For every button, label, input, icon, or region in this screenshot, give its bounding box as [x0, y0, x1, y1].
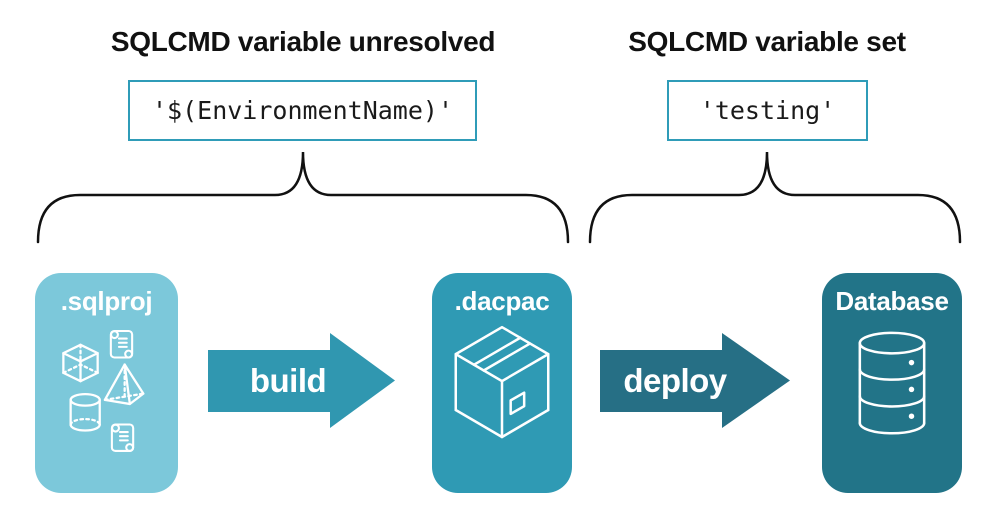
deploy-arrow-label: deploy — [623, 361, 727, 399]
node-sqlproj: .sqlproj — [35, 273, 178, 493]
node-dacpac: .dacpac — [432, 273, 572, 493]
database-icon — [858, 331, 926, 435]
node-database-label: Database — [835, 286, 949, 316]
sql-objects-icon — [61, 329, 144, 453]
code-box-environment-name: '$(EnvironmentName)' — [128, 80, 477, 141]
heading-sqlcmd-set: SQLCMD variable set — [628, 26, 906, 57]
right-brace — [588, 151, 962, 244]
deploy-arrow-shape — [600, 333, 790, 428]
node-sqlproj-label: .sqlproj — [60, 286, 153, 316]
heading-sqlcmd-unresolved: SQLCMD variable unresolved — [110, 26, 496, 57]
deploy-arrow: deploy — [600, 333, 790, 428]
node-database: Database — [822, 273, 962, 493]
build-arrow-label: build — [249, 361, 327, 399]
node-dacpac-label: .dacpac — [454, 286, 550, 316]
code-box-testing: 'testing' — [667, 80, 868, 141]
left-brace — [36, 151, 570, 244]
build-arrow-shape — [208, 333, 395, 428]
package-icon — [454, 325, 550, 439]
build-arrow: build — [208, 333, 395, 428]
